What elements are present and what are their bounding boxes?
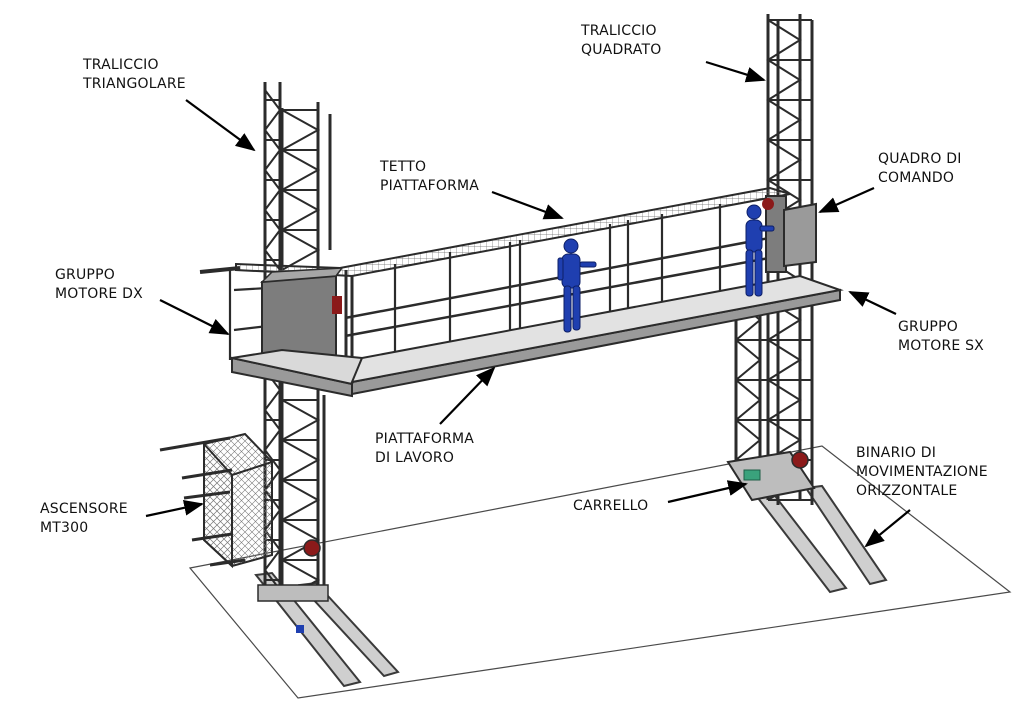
label-ascensore-mt300: ASCENSORE MT300 xyxy=(40,501,128,536)
lift-cage xyxy=(159,432,273,569)
worker-right xyxy=(745,204,775,297)
label-tetto-piattaforma: TETTO PIATTAFORMA xyxy=(380,159,480,194)
ground-floor xyxy=(188,445,1012,699)
leader-arrows xyxy=(145,60,911,548)
label-gruppo-motore-dx: GRUPPO MOTORE DX xyxy=(55,267,143,302)
control-panel xyxy=(783,202,817,268)
label-traliccio-quadrato: TRALICCIO QUADRATO xyxy=(581,23,662,58)
worker-center xyxy=(557,238,597,333)
label-quadro-di-comando: QUADRO DI COMANDO xyxy=(878,151,962,186)
motor-group-sx xyxy=(762,195,787,273)
work-platform-deck xyxy=(231,274,844,398)
motor-group-dx xyxy=(260,267,344,368)
label-piattaforma-di-lavoro: PIATTAFORMA DI LAVORO xyxy=(375,431,475,466)
left-mast-base xyxy=(257,539,329,633)
label-binario-movimentazione: BINARIO DI MOVIMENTAZIONE ORIZZONTALE xyxy=(856,445,988,499)
label-carrello: CARRELLO xyxy=(573,498,649,514)
label-gruppo-motore-sx: GRUPPO MOTORE SX xyxy=(898,319,984,354)
label-traliccio-triangolare: TRALICCIO TRIANGOLARE xyxy=(83,57,186,92)
